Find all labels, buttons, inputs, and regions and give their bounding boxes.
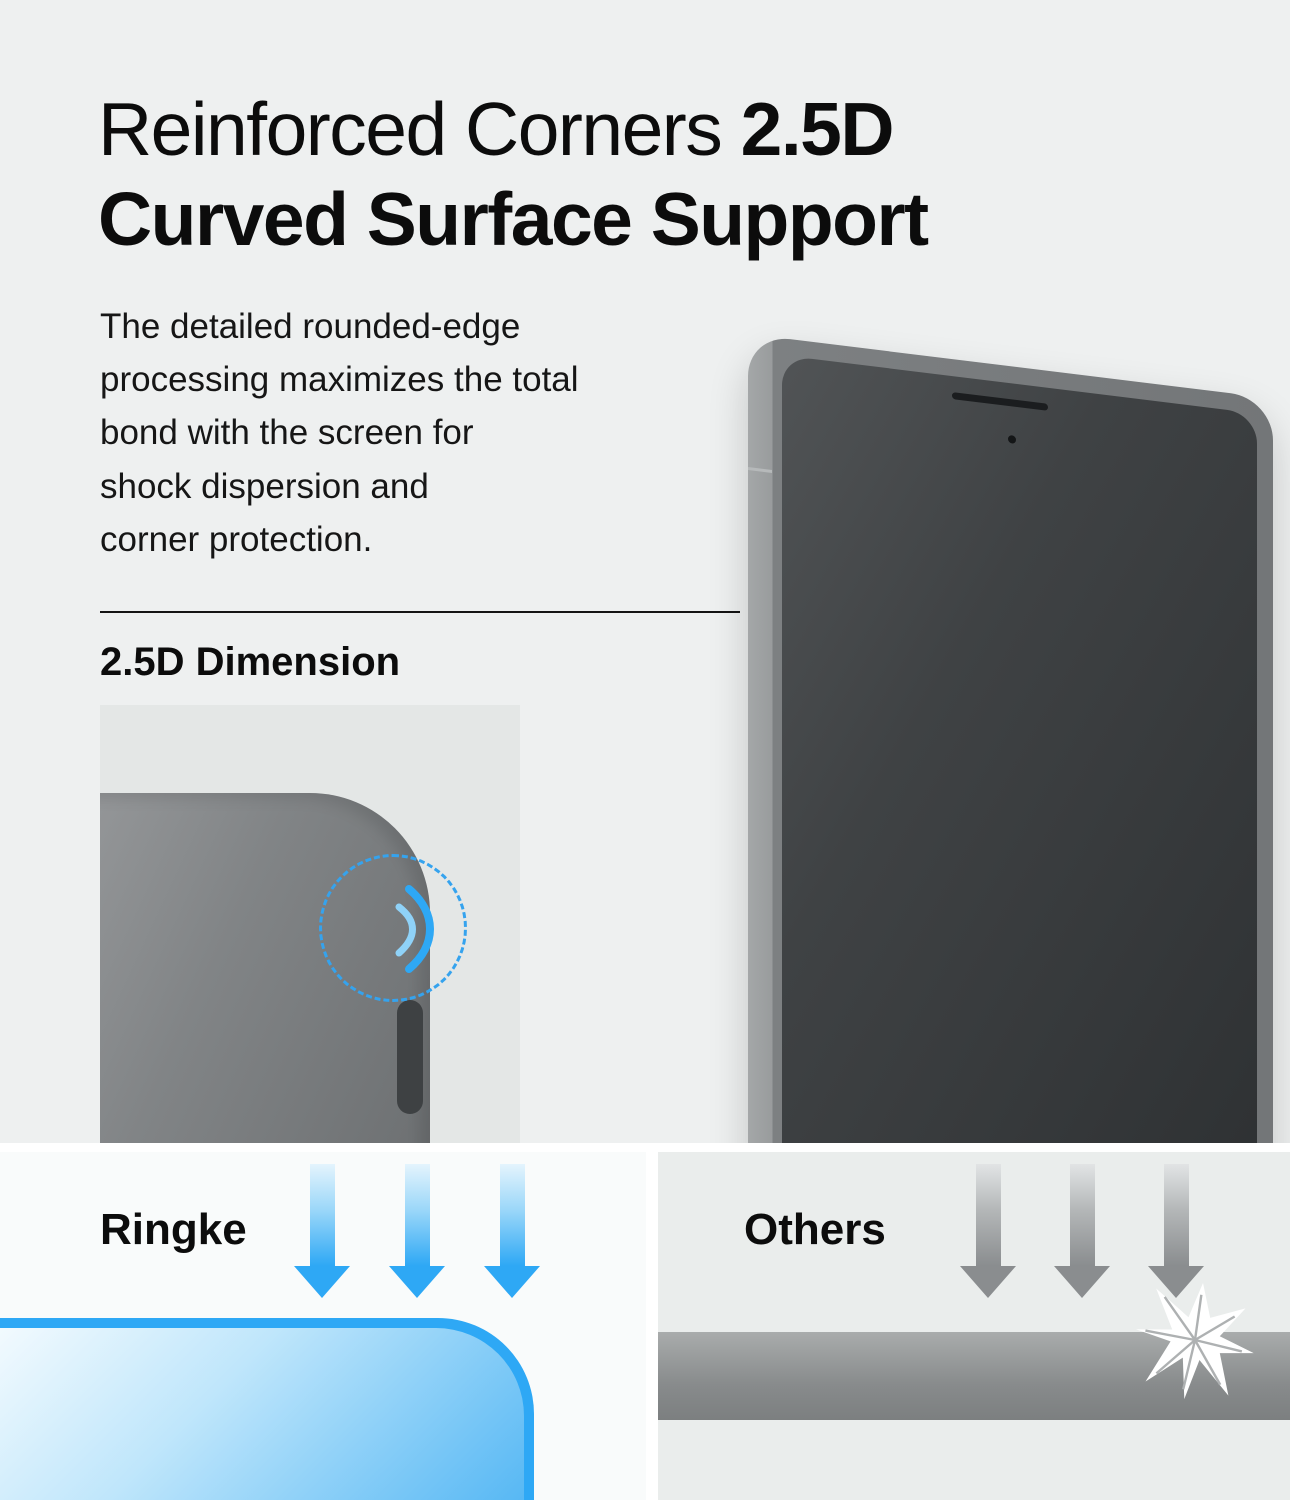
arrow-head <box>1148 1266 1204 1298</box>
title-line-1-bold: 2.5D <box>740 87 895 171</box>
down-arrow-icon <box>484 1164 540 1298</box>
protector-surface-inner <box>0 1328 524 1500</box>
intro-line: processing maximizes the total <box>100 360 579 400</box>
intro-line: shock dispersion and <box>100 466 429 506</box>
down-arrow-icon <box>294 1164 350 1298</box>
section-divider <box>100 611 740 613</box>
arrow-shaft <box>499 1164 525 1266</box>
intro-line: corner protection. <box>100 519 373 559</box>
down-arrow-icon <box>960 1164 1016 1298</box>
intro-paragraph: The detailed rounded-edge processing max… <box>100 300 579 566</box>
comparison-section: Ringke Others <box>0 1143 1290 1500</box>
title-line-1: Reinforced Corners 2.5D <box>98 84 928 174</box>
dimension-heading: 2.5D Dimension <box>100 640 401 684</box>
arrow-head <box>389 1266 445 1298</box>
arrow-head <box>294 1266 350 1298</box>
arrow-shaft <box>1069 1164 1095 1266</box>
rounded-protector-surface <box>0 1318 534 1500</box>
corner-closeup-panel <box>100 705 520 1143</box>
curve-arcs-icon <box>395 885 434 973</box>
tablet-screen <box>782 355 1257 1143</box>
ringke-label: Ringke <box>100 1205 247 1254</box>
arrow-head <box>1054 1266 1110 1298</box>
shatter-icon <box>1135 1282 1254 1400</box>
down-arrow-icon <box>1148 1164 1204 1298</box>
others-panel: Others <box>658 1152 1290 1500</box>
ringke-panel: Ringke <box>0 1152 646 1500</box>
others-label: Others <box>744 1205 886 1254</box>
title-line-2: Curved Surface Support <box>98 177 929 261</box>
tablet-device <box>748 334 1273 1143</box>
arrow-head <box>960 1266 1016 1298</box>
phone-side-button <box>397 1000 423 1114</box>
down-arrow-icon <box>389 1164 445 1298</box>
down-arrow-icon <box>1054 1164 1110 1298</box>
arrow-shaft <box>1163 1164 1189 1266</box>
arrow-shaft <box>404 1164 430 1266</box>
intro-line: The detailed rounded-edge <box>100 307 521 346</box>
page-title: Reinforced Corners 2.5D Curved Surface S… <box>98 84 929 264</box>
dashed-circle-icon <box>319 854 467 1002</box>
tablet-hero-image <box>640 298 1290 1143</box>
antenna-seam <box>748 467 772 473</box>
arrow-shaft <box>309 1164 335 1266</box>
intro-line: bond with the screen for <box>100 413 474 453</box>
title-line-1-regular: Reinforced Corners <box>98 87 741 171</box>
speaker-slit-icon <box>952 392 1048 411</box>
arrow-shaft <box>975 1164 1001 1266</box>
arrow-head <box>484 1266 540 1298</box>
camera-dot-icon <box>1008 434 1016 444</box>
